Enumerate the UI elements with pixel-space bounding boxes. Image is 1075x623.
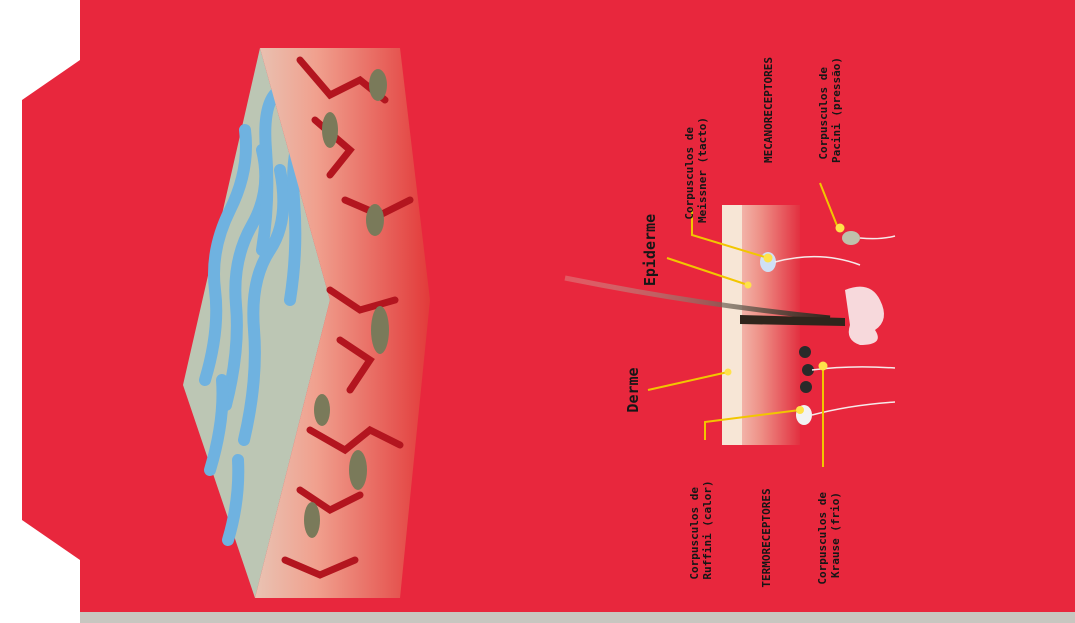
label-krause-line-1: Corpusculos de <box>816 492 829 585</box>
label-pacini: Corpusculos de Pacini (pressão) <box>817 57 843 163</box>
diagram-epidermis <box>722 205 742 445</box>
label-pacini-line-1: Corpusculos de <box>817 67 830 160</box>
label-krause: Corpusculos de Krause (frio) <box>816 485 842 584</box>
label-derme: Derme <box>624 367 642 412</box>
red-panel <box>22 0 1075 623</box>
label-ruffini: Corpusculos de Ruffini (calor) <box>688 480 714 579</box>
label-meissner-line-2: Meissner (tacto) <box>696 117 709 223</box>
bottom-strip <box>80 612 1075 623</box>
label-mecanoreceptores: MECANORECEPTORES <box>762 57 775 163</box>
label-meissner: Corpusculos de Meissner (tacto) <box>683 117 709 223</box>
label-ruffini-line-2: Ruffini (calor) <box>701 480 714 579</box>
label-meissner-line-1: Corpusculos de <box>683 127 696 220</box>
label-epiderme: Epiderme <box>641 214 659 286</box>
label-ruffini-line-1: Corpusculos de <box>688 487 701 580</box>
label-termoreceptores: TERMORECEPTORES <box>760 488 773 587</box>
pacini-corpuscle <box>842 231 860 245</box>
label-krause-line-2: Krause (frio) <box>829 492 842 578</box>
label-pacini-line-2: Pacini (pressão) <box>830 57 843 163</box>
